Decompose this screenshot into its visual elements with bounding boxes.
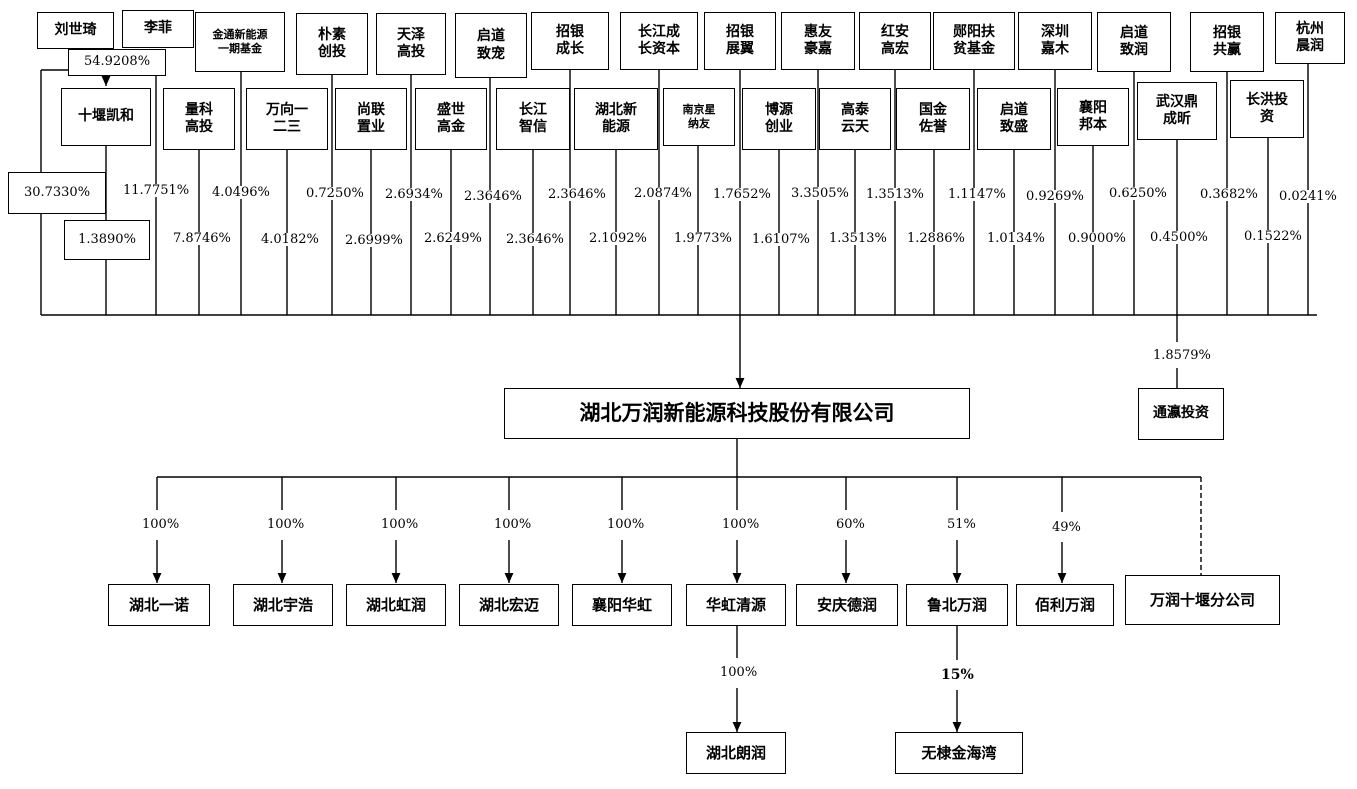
subsidiary-hubei-langrun: 湖北朗润 xyxy=(686,732,786,774)
shareholder-shiyan-kaihe: 十堰凯和 xyxy=(61,88,151,146)
shareholder-nanjing: 南京星 纳友 xyxy=(663,88,735,146)
pct-nanjing: 1.9773% xyxy=(674,231,732,246)
pct-changhong: 0.1522% xyxy=(1244,229,1302,244)
subsidiary-baili-wanrun: 佰利万润 xyxy=(1016,584,1114,626)
pct-tianze: 2.6934% xyxy=(385,187,443,202)
kaihe-share-label: 54.9208% xyxy=(68,49,166,76)
pct-shengshi: 2.6249% xyxy=(424,231,482,246)
shareholder-hubei-xinnengyuan: 湖北新 能源 xyxy=(574,88,658,150)
shareholder-shengshi: 盛世 高金 xyxy=(415,88,487,150)
pct-huiyou: 3.3505% xyxy=(791,186,849,201)
shareholder-changhong: 长洪投 资 xyxy=(1230,80,1304,138)
pct-changjiang-chengzhang: 2.0874% xyxy=(634,186,692,201)
shareholder-pusu: 朴素 创投 xyxy=(296,13,368,75)
pct-yunyang: 1.1147% xyxy=(948,187,1006,202)
pct-hubei-langrun: 100% xyxy=(720,665,758,680)
shareholder-changjiang-chengzhang: 长江成 长资本 xyxy=(620,12,698,70)
shareholder-shanglian: 尚联 置业 xyxy=(335,88,407,150)
pct-sub-huahong-qingyuan: 100% xyxy=(722,517,760,532)
pct-sub-anqing-derun: 60% xyxy=(836,517,865,532)
pct-wanxiang: 4.0182% xyxy=(261,232,319,247)
subsidiary-huahong-qingyuan: 华虹清源 xyxy=(686,584,786,626)
shareholder-boyuan: 博源 创业 xyxy=(742,88,816,150)
shareholder-shenzhen-jiamu: 深圳 嘉木 xyxy=(1018,12,1092,70)
pct-hangzhou: 0.0241% xyxy=(1279,189,1337,204)
shareholder-jintong: 金通新能源 一期基金 xyxy=(195,12,285,72)
pct-xiangyang-bangben: 0.9000% xyxy=(1068,231,1126,246)
pct-lifei: 11.7751% xyxy=(123,183,190,198)
pct-shenzhen-jiamu: 0.9269% xyxy=(1026,189,1084,204)
pct-zhaoyin-gongying: 0.3682% xyxy=(1200,187,1258,202)
shareholder-tongying: 通瀛投资 xyxy=(1138,388,1224,440)
pct-sub-hubei-hongmai: 100% xyxy=(494,517,532,532)
pct-sub-hubei-yinuo: 100% xyxy=(142,517,180,532)
pct-shiyan-kaihe: 1.3890% xyxy=(64,220,150,260)
pct-zhaoyin-zhanyi: 1.7652% xyxy=(713,187,771,202)
subsidiary-lubei-wanrun: 鲁北万润 xyxy=(906,584,1008,626)
main-company: 湖北万润新能源科技股份有限公司 xyxy=(504,388,970,439)
pct-shanglian: 2.6999% xyxy=(345,233,403,248)
pct-sub-lubei-wanrun: 51% xyxy=(947,517,976,532)
pct-sub-xiangyang-huahong: 100% xyxy=(607,517,645,532)
pct-sub-hubei-yuhao: 100% xyxy=(267,517,305,532)
pct-wuhan: 0.4500% xyxy=(1150,230,1208,245)
pct-hongan: 1.3513% xyxy=(866,187,924,202)
pct-qidao-zhisheng: 1.0134% xyxy=(987,231,1045,246)
shareholder-yunyang: 郧阳扶 贫基金 xyxy=(933,12,1015,70)
shareholder-wanxiang: 万向一 二三 xyxy=(246,88,328,150)
shareholder-qidao-zhichong: 启道 致宠 xyxy=(455,13,527,78)
pct-qidao-zhirun: 0.6250% xyxy=(1109,186,1167,201)
pct-pusu: 0.7250% xyxy=(306,186,364,201)
pct-jintong: 4.0496% xyxy=(212,185,270,200)
pct-guojin: 1.2886% xyxy=(907,231,965,246)
pct-liangke: 7.8746% xyxy=(173,231,231,246)
pct-sub-hubei-hongrun: 100% xyxy=(381,517,419,532)
shareholder-liushiqi: 刘世琦 xyxy=(37,12,114,49)
shareholder-guojin: 国金 佐誉 xyxy=(896,88,970,150)
pct-hubei-xinnengyuan: 2.1092% xyxy=(589,231,647,246)
pct-qidao-zhichong: 2.3646% xyxy=(464,189,522,204)
shareholder-lifei: 李菲 xyxy=(122,10,194,48)
subsidiary-hubei-yinuo: 湖北一诺 xyxy=(108,584,210,626)
shareholder-qidao-zhisheng: 启道 致盛 xyxy=(977,88,1051,150)
subsidiary-wudi-jinhaiwan: 无棣金海湾 xyxy=(895,732,1023,774)
shareholder-qidao-zhirun: 启道 致润 xyxy=(1097,12,1171,72)
shareholder-hangzhou: 杭州 晨润 xyxy=(1275,12,1345,64)
pct-wudi-jinhaiwan: 15% xyxy=(941,667,974,683)
shareholder-hongan: 红安 高宏 xyxy=(859,12,931,70)
shareholder-zhaoyin-chengzhang: 招银 成长 xyxy=(531,12,609,70)
subsidiary-xiangyang-huahong: 襄阳华虹 xyxy=(572,584,672,626)
shareholder-xiangyang-bangben: 襄阳 邦本 xyxy=(1057,88,1129,146)
pct-zhaoyin-chengzhang: 2.3646% xyxy=(548,187,606,202)
subsidiary-anqing-derun: 安庆德润 xyxy=(796,584,898,626)
pct-tongying: 1.8579% xyxy=(1153,348,1211,363)
shareholder-gaotai: 高泰 云天 xyxy=(819,88,891,150)
shareholder-changjiang-zhixin: 长江 智信 xyxy=(496,88,570,150)
branch-wanrun-shiyan: 万润十堰分公司 xyxy=(1125,575,1280,625)
subsidiary-hubei-hongrun: 湖北虹润 xyxy=(346,584,446,626)
shareholder-liangke: 量科 高投 xyxy=(163,88,235,150)
pct-sub-baili-wanrun: 49% xyxy=(1052,520,1081,535)
shareholder-zhaoyin-zhanyi: 招银 展翼 xyxy=(704,12,776,70)
shareholder-wuhan: 武汉鼎 成昕 xyxy=(1137,82,1217,140)
shareholder-zhaoyin-gongying: 招银 共赢 xyxy=(1190,12,1264,72)
pct-liushiqi-30-7330: 30.7330% xyxy=(8,172,106,214)
shareholder-tianze: 天泽 高投 xyxy=(376,13,446,75)
pct-changjiang-zhixin: 2.3646% xyxy=(506,232,564,247)
pct-gaotai: 1.3513% xyxy=(829,231,887,246)
subsidiary-hubei-hongmai: 湖北宏迈 xyxy=(459,584,559,626)
pct-boyuan: 1.6107% xyxy=(752,232,810,247)
subsidiary-hubei-yuhao: 湖北宇浩 xyxy=(233,584,333,626)
shareholder-huiyou: 惠友 豪嘉 xyxy=(781,12,855,70)
